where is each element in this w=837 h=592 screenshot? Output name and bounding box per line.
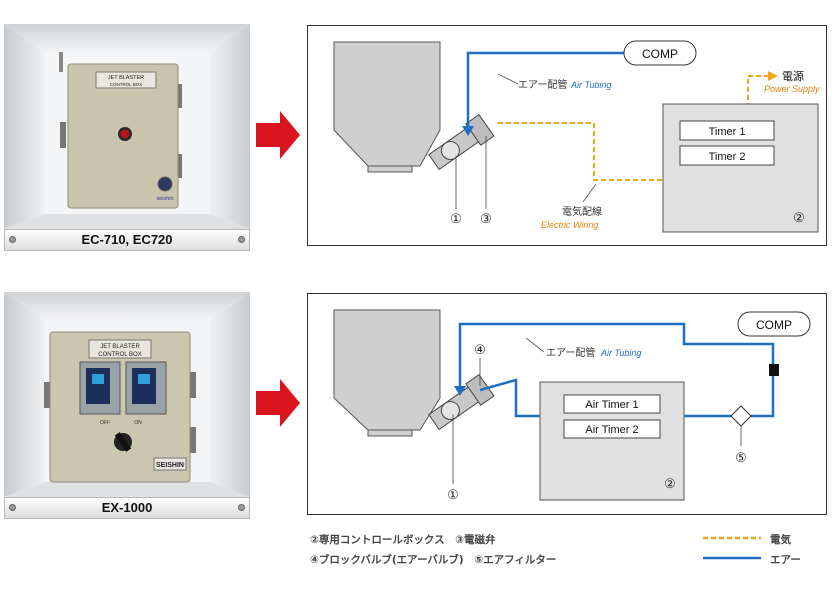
- diagram2-canvas: Air Timer 1 Air Timer 2 COMP エアー配管 Air T…: [333, 309, 811, 502]
- marker-5: ⑤: [735, 450, 747, 465]
- brand-logo: [157, 176, 173, 192]
- legend-electric-label: 電気: [770, 534, 791, 546]
- compressor-box-2: [737, 311, 811, 337]
- air-filter-shape: [730, 405, 752, 427]
- timer1-label: Timer 1: [709, 126, 746, 138]
- air-timer1-label: Air Timer 1: [585, 399, 638, 411]
- compressor-label: COMP: [642, 47, 678, 61]
- air-tubing-label-en: Air Tubing: [570, 80, 611, 90]
- product-photo-ex1000: JET BLASTER CONTROL BOX OFF ON SEISHIN: [4, 292, 250, 514]
- air-tubing-line: [466, 51, 624, 130]
- power-supply-line: [747, 75, 770, 108]
- hopper-shape: [333, 41, 441, 167]
- air-supply-line: [458, 322, 775, 389]
- product-nameplate: EC-710, EC720: [4, 229, 250, 251]
- compressor-box: [623, 40, 697, 66]
- air-branch-line: [748, 376, 775, 418]
- product-name-2: EX-1000: [101, 500, 153, 515]
- marker-2: ②: [793, 210, 805, 225]
- legend-line-1: ②専用コントロールボックス ③電磁弁: [310, 534, 496, 546]
- air-timer1-box: [563, 394, 661, 414]
- switch-off-label: OFF: [100, 420, 110, 426]
- product-name: EC-710, EC720: [81, 232, 173, 247]
- brand-name-2: SEISHIN: [156, 462, 184, 469]
- product-box-illustration-2: JET BLASTER CONTROL BOX OFF ON SEISHIN: [4, 292, 250, 514]
- hopper-shape-2: [333, 309, 441, 431]
- brand-name: seishin: [156, 196, 173, 202]
- indicator-lamp: [120, 129, 130, 139]
- solenoid-valve: [428, 113, 495, 171]
- legend-air-label: エアー: [770, 554, 801, 566]
- wiring-label-jp: 電気配線: [562, 205, 602, 218]
- panel2-title-line2: CONTROL BOX: [98, 352, 141, 358]
- product-photo-ec710: JET BLASTER CONTROL BOX seishin: [4, 24, 250, 246]
- block-valve: [428, 373, 495, 431]
- power-label-jp: 電源: [782, 69, 804, 83]
- diagram-air-timer-system: Air Timer 1 Air Timer 2 COMP エアー配管 Air T…: [307, 293, 827, 515]
- valve-feed-line: [479, 378, 548, 418]
- legend-air-swatch: [703, 556, 761, 560]
- switch-on-label: ON: [134, 420, 142, 426]
- power-label-en: Power Supply: [764, 84, 820, 94]
- air-tubing-label2-jp: エアー配管: [546, 346, 595, 359]
- panel-title-line2: CONTROL BOX: [110, 82, 143, 87]
- arrow-icon: [256, 111, 300, 159]
- marker-4: ④: [474, 342, 486, 357]
- marker-2b: ②: [664, 476, 676, 491]
- compressor-label-2: COMP: [756, 318, 792, 332]
- product-nameplate-2: EX-1000: [4, 497, 250, 519]
- timer1-box: [679, 120, 775, 141]
- legend-electric-swatch: [703, 536, 761, 540]
- air-timer2-label: Air Timer 2: [585, 424, 638, 436]
- diagram-timer-system: Timer 1 Timer 2 COMP エアー配管 Air Tubing 電源…: [307, 25, 827, 246]
- panel2-title-line1: JET BLASTER: [100, 344, 140, 350]
- wiring-label-en: Electric Wiring: [541, 220, 598, 230]
- product-box-illustration: JET BLASTER CONTROL BOX seishin: [4, 24, 250, 246]
- air-timer2-box: [563, 419, 661, 439]
- timer2-label: Timer 2: [709, 151, 746, 163]
- marker-3: ③: [480, 211, 492, 226]
- timer2-box: [679, 145, 775, 166]
- air-tubing-label2-en: Air Tubing: [600, 348, 641, 358]
- air-tubing-label-jp: エアー配管: [518, 78, 567, 91]
- legend-line-2: ④ブロックバルブ(エアーバルブ) ⑤エアフィルター: [310, 554, 557, 566]
- marker-1: ①: [450, 211, 462, 226]
- arrow-icon: [256, 379, 300, 427]
- panel-title-line1: JET BLASTER: [108, 75, 144, 81]
- diagram1-canvas: Timer 1 Timer 2 COMP エアー配管 Air Tubing 電源…: [333, 40, 820, 233]
- marker-1b: ①: [447, 487, 459, 502]
